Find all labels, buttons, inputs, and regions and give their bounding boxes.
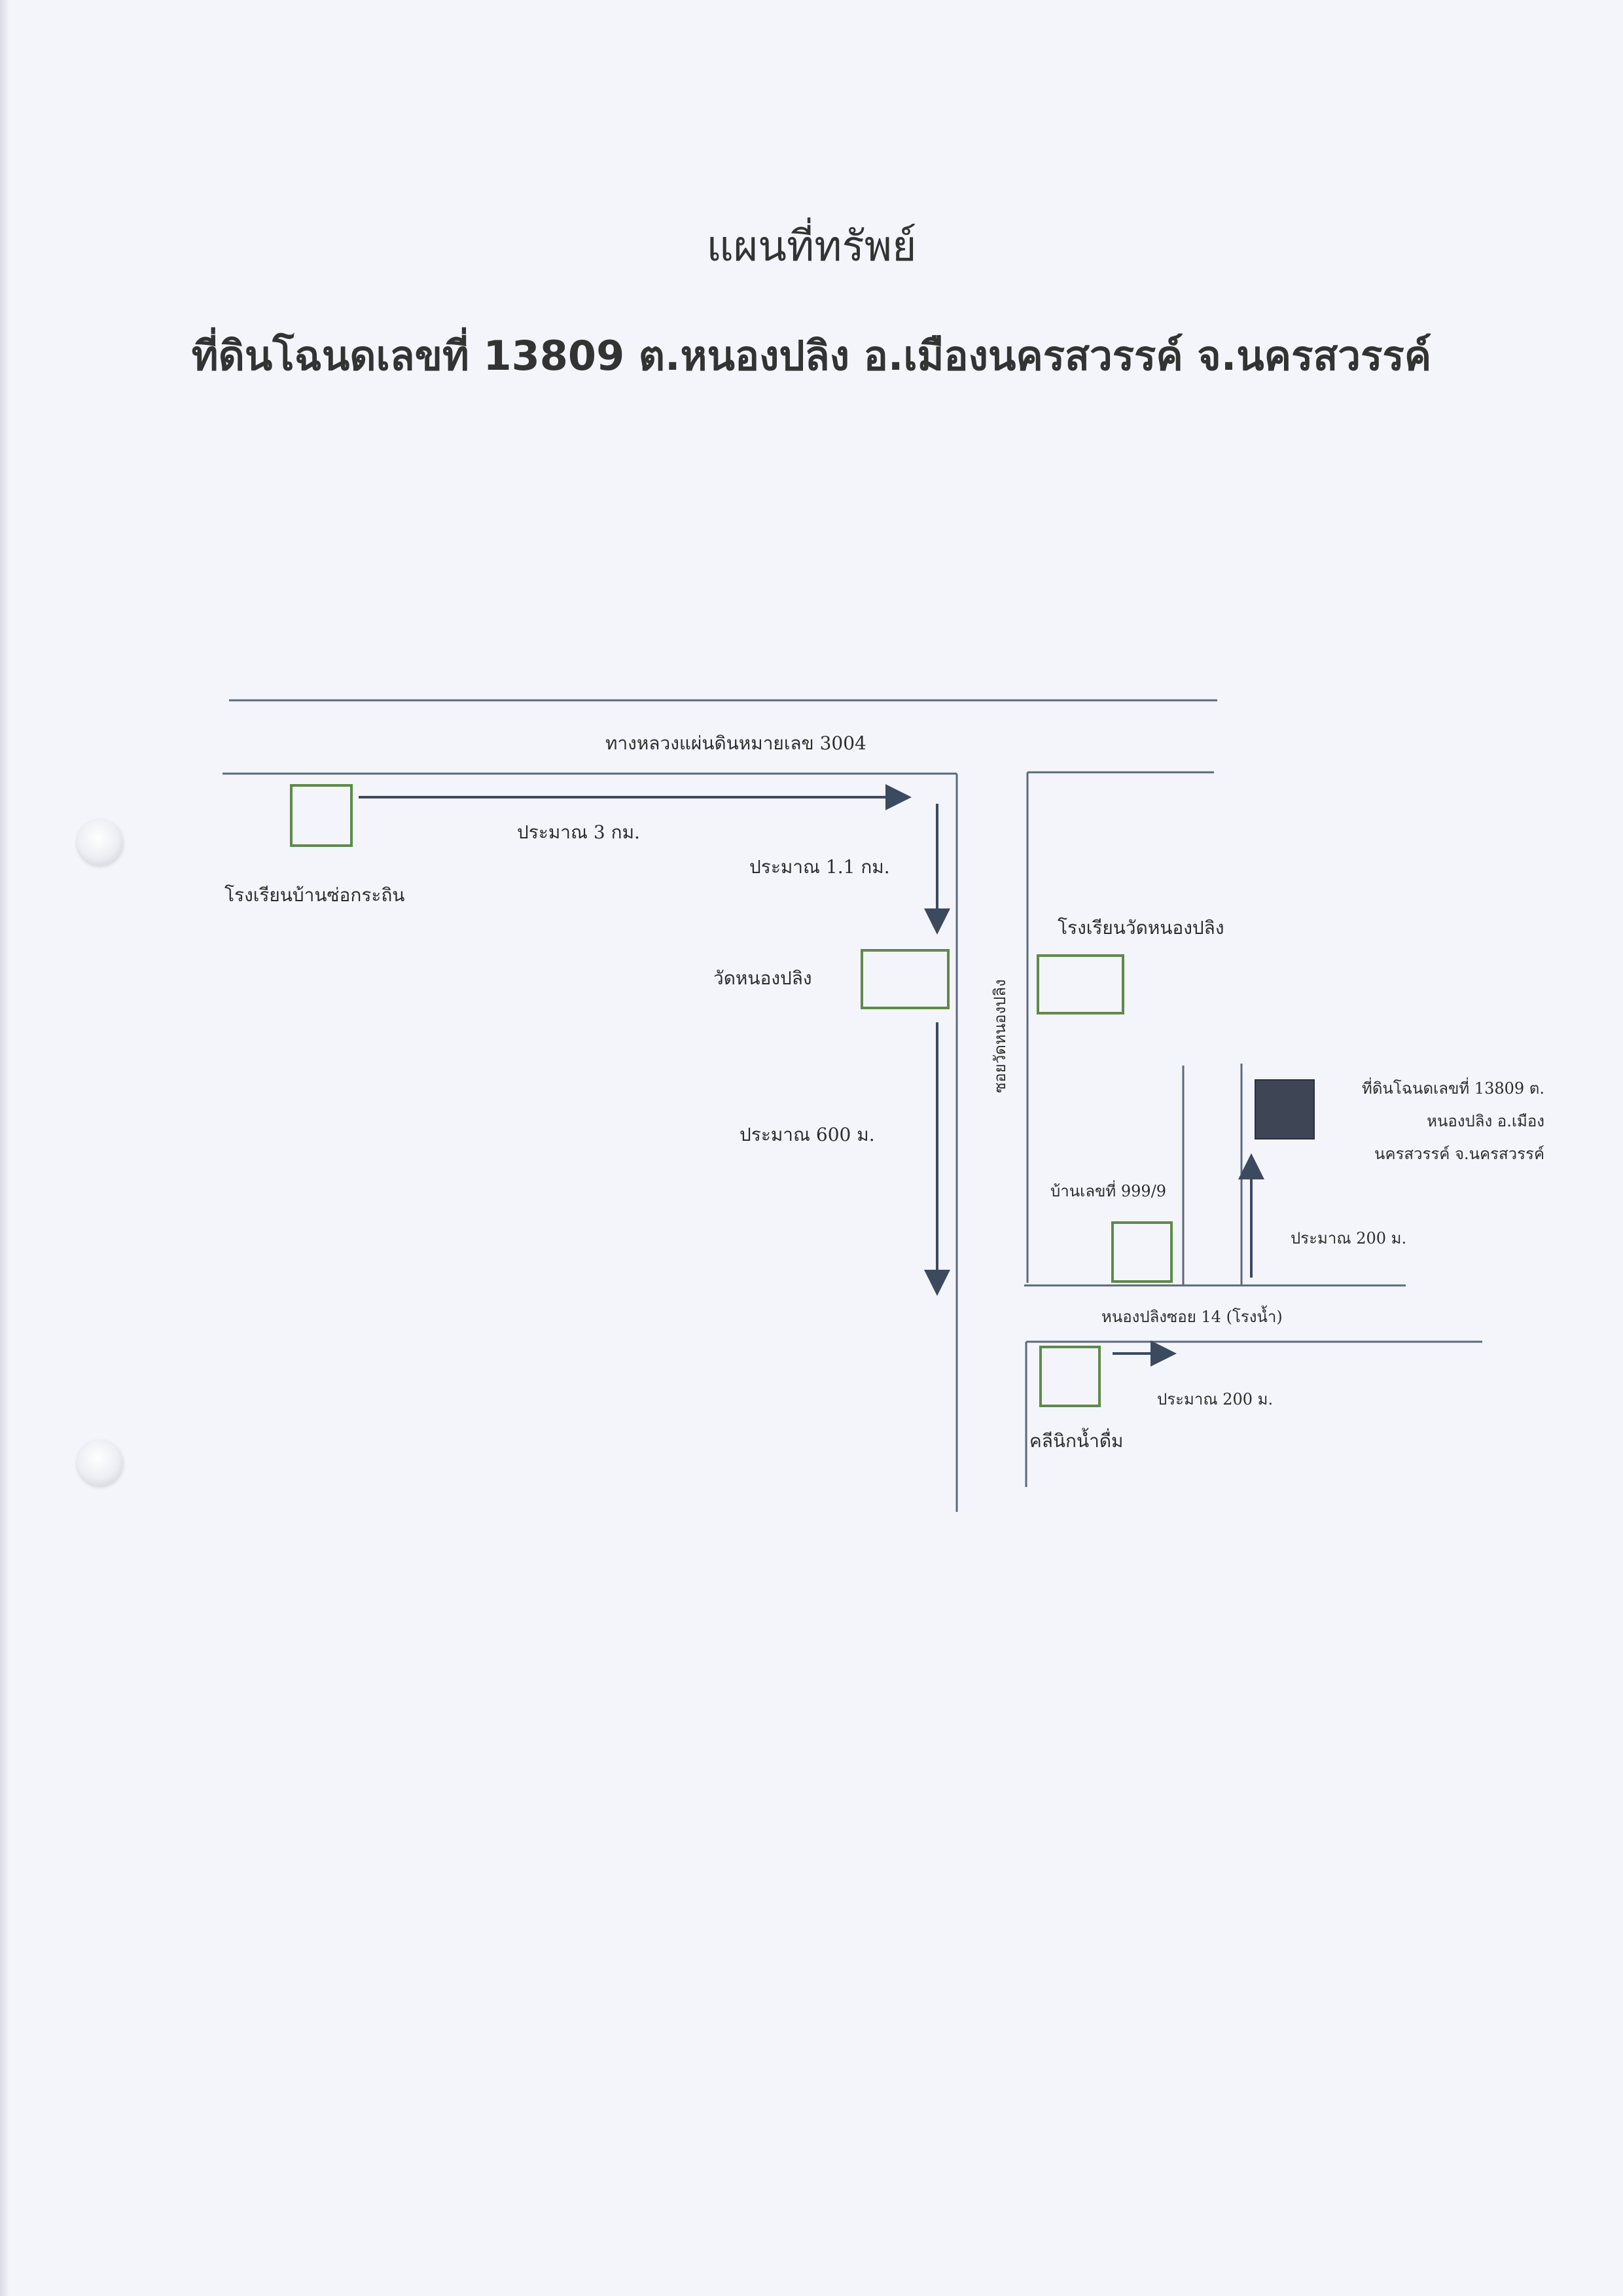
page-edge bbox=[0, 0, 9, 2296]
house-999-marker bbox=[1111, 1221, 1173, 1283]
clinic-marker bbox=[1039, 1346, 1101, 1407]
punch-hole-bottom bbox=[77, 1440, 123, 1486]
target-plot-label-line-2: หนองปลิง อ.เมือง bbox=[1427, 1112, 1544, 1130]
clinic-label: คลีนิกน้ำดื่ม bbox=[1029, 1430, 1124, 1452]
side-road-label: ซอยวัดหนองปลิง bbox=[991, 979, 1009, 1093]
map-title: แผนที่ทรัพย์ bbox=[706, 223, 917, 271]
house-999-label: บ้านเลขที่ 999/9 bbox=[1050, 1182, 1167, 1200]
distance-1-1km: ประมาณ 1.1 กม. bbox=[749, 856, 890, 878]
school-wat-nong-pling-marker bbox=[1037, 954, 1124, 1014]
school-wat-nong-pling-label: โรงเรียนวัดหนองปลิง bbox=[1058, 917, 1224, 939]
roads bbox=[223, 699, 1482, 1512]
highway-label: ทางหลวงแผ่นดินหมายเลข 3004 bbox=[605, 732, 866, 754]
target-plot-marker bbox=[1255, 1079, 1315, 1139]
school-ban-so-label: โรงเรียนบ้านซ่อกระถิน bbox=[224, 884, 405, 906]
distance-3km: ประมาณ 3 กม. bbox=[517, 821, 640, 843]
wat-nong-pling-marker bbox=[861, 949, 950, 1009]
distance-200m-right: ประมาณ 200 ม. bbox=[1157, 1390, 1274, 1408]
target-plot-label: ที่ดินโฉนดเลขที่ 13809 ต. หนองปลิง อ.เมื… bbox=[1335, 1072, 1544, 1170]
punch-hole-top bbox=[77, 819, 123, 865]
target-plot-label-line-1: ที่ดินโฉนดเลขที่ 13809 ต. bbox=[1362, 1079, 1544, 1098]
wat-nong-pling-label: วัดหนองปลิง bbox=[713, 967, 812, 989]
school-ban-so-marker bbox=[290, 784, 353, 847]
soi14-label: หนองปลิงซอย 14 (โรงน้ำ) bbox=[1101, 1308, 1283, 1326]
map-subtitle: ที่ดินโฉนดเลขที่ 13809 ต.หนองปลิง อ.เมือ… bbox=[191, 332, 1432, 380]
target-plot-label-line-3: นครสวรรค์ จ.นครสวรรค์ bbox=[1374, 1145, 1544, 1163]
route-arrows bbox=[359, 784, 1264, 1367]
distance-200m-up: ประมาณ 200 ม. bbox=[1291, 1229, 1407, 1247]
landmark-boxes bbox=[290, 784, 1173, 1407]
distance-600m: ประมาณ 600 ม. bbox=[740, 1124, 875, 1145]
